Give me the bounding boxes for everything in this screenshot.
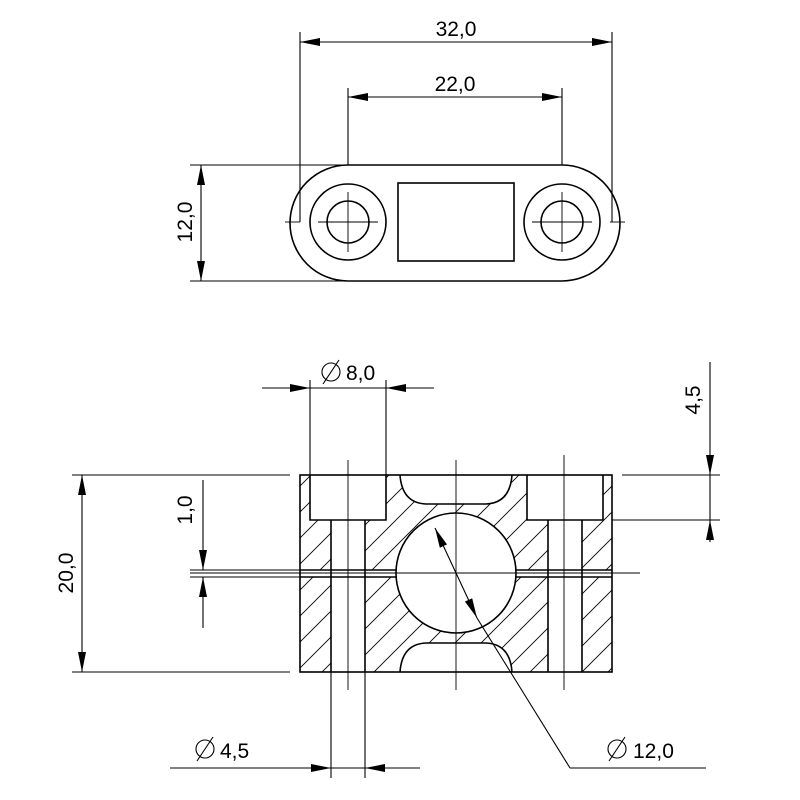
diameter-symbol-icon (607, 736, 627, 762)
dim-total-height: 20,0 (55, 474, 290, 673)
dim-counterbore-diameter: 8,0 (262, 359, 434, 475)
dim-overall-width: 32,0 (299, 18, 613, 222)
section-view: 8,0 4,5 20,0 1,0 (55, 359, 720, 778)
dim-slot-gap-label: 1,0 (174, 495, 197, 524)
dim-hole-diameter-label: 4,5 (220, 740, 249, 763)
center-window (397, 182, 515, 262)
hatch-line (300, 475, 612, 672)
dim-slot-gap: 1,0 (174, 480, 300, 628)
dim-counterbore-diameter-label: 8,0 (346, 362, 375, 385)
hatch-line (300, 475, 605, 672)
top-view-outline (289, 164, 621, 282)
hatch-line (300, 475, 612, 672)
hatch-line (501, 475, 612, 672)
dim-hole-spacing-label: 22,0 (435, 73, 476, 96)
dim-bore-diameter: 12,0 (434, 527, 706, 769)
dim-bore-diameter-label: 12,0 (633, 740, 674, 763)
hatch-line (475, 475, 612, 672)
hatch-line (300, 475, 612, 672)
diameter-symbol-icon (195, 736, 215, 762)
dim-total-height-label: 20,0 (55, 553, 78, 594)
top-view-centerlines (285, 192, 625, 252)
dim-counterbore-depth-label: 4,5 (682, 385, 705, 414)
dim-overall-width-label: 32,0 (436, 18, 477, 41)
hatch-line (579, 475, 612, 672)
right-counterbore-circle (523, 183, 601, 261)
hatch-line (553, 475, 612, 672)
dim-counterbore-depth: 4,5 (612, 362, 720, 542)
hatch-line (300, 475, 612, 672)
dim-hole-diameter: 4,5 (170, 672, 420, 778)
diameter-symbol-icon (321, 359, 341, 385)
left-counterbore-circle (309, 183, 387, 261)
hatch-line (423, 475, 612, 672)
hatch-line (300, 475, 612, 672)
section-centerlines (190, 455, 640, 690)
top-view: 32,0 22,0 12,0 (174, 18, 625, 282)
dim-hole-spacing: 22,0 (347, 73, 563, 165)
dim-top-height: 12,0 (174, 164, 348, 282)
dim-top-height-label: 12,0 (174, 202, 197, 243)
right-counterbore (526, 475, 604, 521)
hatch-line (300, 475, 612, 672)
